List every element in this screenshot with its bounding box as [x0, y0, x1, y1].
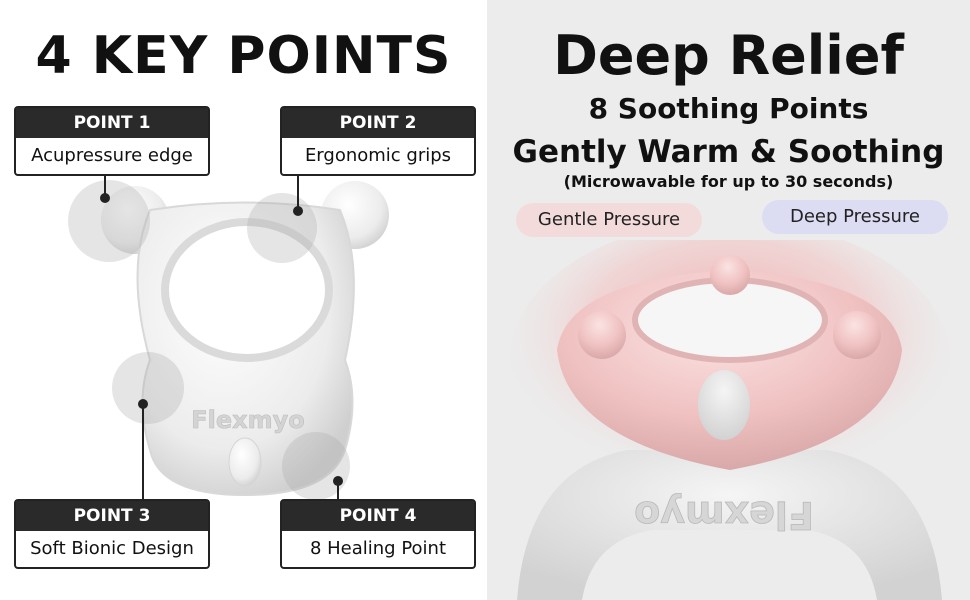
gentle-pressure-pill: Gentle Pressure	[516, 203, 702, 237]
device-closeup: Flexmyo	[510, 240, 950, 600]
front-nub	[698, 370, 750, 440]
microwave-note: (Microwavable for up to 30 seconds)	[563, 172, 894, 191]
point-4-tag: POINT 4	[282, 501, 474, 531]
dot-point-4	[333, 476, 343, 486]
brand-emboss-mirrored: Flexmyo	[634, 493, 814, 537]
point-4-label: 8 Healing Point	[309, 538, 447, 559]
key-points-heading: 4 KEY POINTS	[35, 26, 452, 86]
leader-point-1	[104, 176, 106, 198]
point-3-box: POINT 3 Soft Bionic Design	[14, 499, 210, 569]
leader-point-3	[142, 404, 144, 500]
right-panel: Deep Relief 8 Soothing Points Gently War…	[487, 0, 970, 600]
deep-relief-title: Deep Relief	[553, 24, 904, 87]
point-4-box: POINT 4 8 Healing Point	[280, 499, 476, 569]
dot-point-1	[100, 193, 110, 203]
point-2-box: POINT 2 Ergonomic grips	[280, 106, 476, 176]
leader-point-4	[337, 481, 339, 500]
top-bump	[710, 255, 750, 295]
deep-pressure-pill: Deep Pressure	[762, 200, 948, 234]
point-2-label: Ergonomic grips	[304, 145, 452, 166]
halo-point-4	[282, 432, 350, 500]
right-bump	[833, 311, 881, 359]
warm-soothing-subtitle: Gently Warm & Soothing	[512, 134, 945, 170]
halo-point-3	[112, 352, 184, 424]
lower-ring	[517, 450, 942, 600]
leader-point-2	[297, 176, 299, 211]
point-1-box: POINT 1 Acupressure edge	[14, 106, 210, 176]
dot-point-3	[138, 399, 148, 409]
point-2-tag: POINT 2	[282, 108, 474, 138]
left-panel: 4 KEY POINTS Flexmyo POINT 1 Acupressure…	[14, 26, 476, 569]
soothing-points-subtitle: 8 Soothing Points	[588, 92, 869, 125]
bottom-nub	[228, 437, 262, 487]
product-illustration: Flexmyo	[101, 181, 389, 497]
brand-emboss: Flexmyo	[191, 406, 305, 434]
dot-point-2	[293, 206, 303, 216]
point-1-label: Acupressure edge	[31, 145, 193, 166]
halo-point-1	[68, 180, 150, 262]
point-3-tag: POINT 3	[16, 501, 208, 531]
point-1-tag: POINT 1	[16, 108, 208, 138]
halo-point-2	[247, 193, 317, 263]
finger-hole	[161, 218, 333, 362]
left-bump	[578, 311, 626, 359]
point-3-label: Soft Bionic Design	[30, 538, 194, 559]
